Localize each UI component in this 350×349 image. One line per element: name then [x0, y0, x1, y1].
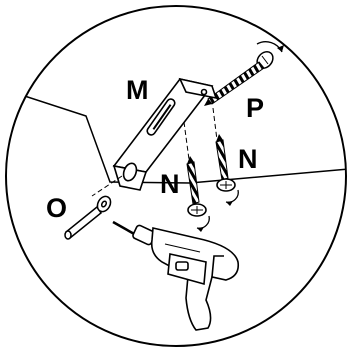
label-n-right: N	[238, 144, 258, 174]
label-o: O	[46, 193, 67, 223]
label-p: P	[246, 93, 264, 123]
label-n-left: N	[160, 169, 180, 199]
label-m: M	[126, 75, 149, 105]
